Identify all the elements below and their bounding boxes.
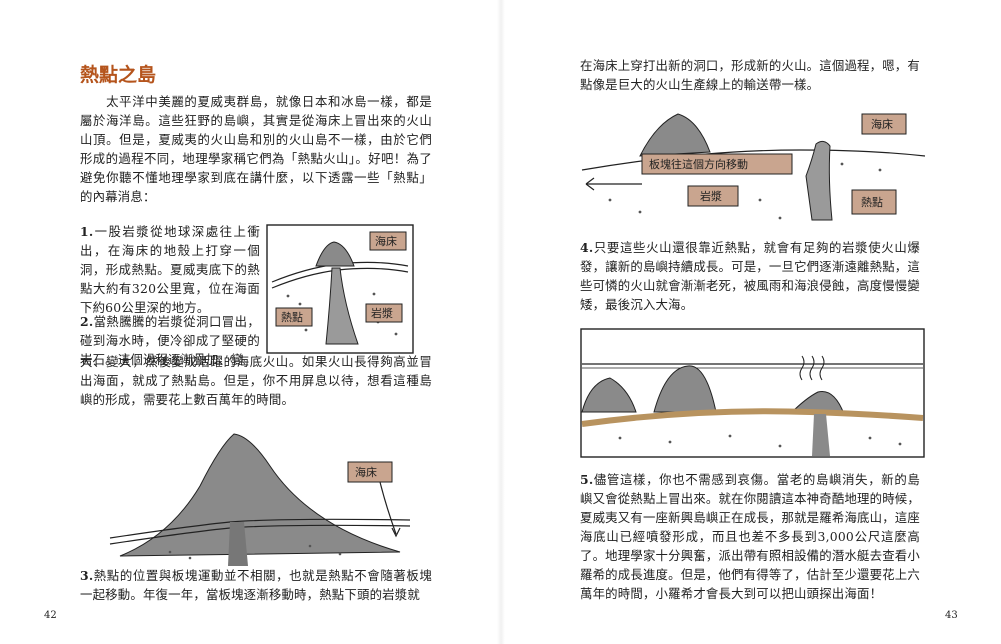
step-5-paragraph: 5.儘管這樣，你也不需感到哀傷。當老的島嶼消失，新的島嶼又會從熱點上冒出來。就在… — [580, 470, 920, 603]
step-5-text: 儘管這樣，你也不需感到哀傷。當老的島嶼消失，新的島嶼又會從熱點上冒出來。就在你閱… — [580, 472, 920, 601]
step-3-paragraph: 3.熱點的位置與板塊運動並不相關，也就是熱點不會隨著板塊一起移動。年復一年，當板… — [80, 566, 432, 604]
plate-diagram-hotspot-label: 熱點 — [861, 196, 883, 209]
step-4-paragraph: 4.只要這些火山還很靠近熱點，就會有足夠的岩漿使火山爆發，讓新的島嶼持續成長。可… — [580, 238, 920, 314]
plate-movement-diagram: 板塊往這個方向移動 海床 岩漿 熱點 — [581, 113, 926, 221]
island-chain-diagram — [580, 328, 925, 458]
intro-paragraph: 太平洋中美麗的夏威夷群島，就像日本和冰島一樣，都是屬於海洋島。這些狂野的島嶼，其… — [80, 94, 432, 204]
step-2-paragraph-top: 2.當熱騰騰的岩漿從洞口冒出，碰到海水時，便冷卻成了堅硬的岩石。這個過程逐漸疊加… — [80, 312, 260, 369]
step-4-number: 4. — [580, 240, 594, 255]
step-3-number: 3. — [80, 568, 94, 583]
step-2-number: 2. — [80, 314, 94, 329]
step-1-number: 1. — [80, 224, 94, 239]
hotspot-diagram-hotspot-label: 熱點 — [281, 311, 303, 324]
plate-diagram-magma-label: 岩漿 — [700, 189, 722, 203]
plate-diagram-seabed-label: 海床 — [871, 117, 893, 131]
seamount-diagram: 海床 — [109, 433, 411, 566]
step-3-text: 熱點的位置與板塊運動並不相關，也就是熱點不會隨著板塊一起移動。年復一年，當板塊逐… — [80, 568, 432, 602]
hotspot-diagram-seabed-label: 海床 — [375, 234, 397, 248]
step-2-text-a: 當熱騰騰的岩漿從洞口冒出，碰到海水時，便冷卻成了堅硬的岩石。這個過程逐漸疊加、變 — [80, 314, 260, 367]
right-page: 在海床上穿打出新的洞口，形成新的火山。這個過程，嗯，有點像是巨大的火山生產線上的… — [505, 0, 1001, 644]
hotspot-diagram: 海床 熱點 岩漿 — [266, 224, 414, 354]
seamount-diagram-seabed-label: 海床 — [355, 465, 377, 479]
left-page: 熱點之島 太平洋中美麗的夏威夷群島，就像日本和冰島一樣，都是屬於海洋島。這些狂野… — [0, 0, 497, 644]
hotspot-diagram-magma-label: 岩漿 — [371, 306, 393, 320]
plate-direction-label: 板塊往這個方向移動 — [649, 157, 748, 171]
page-number-left: 42 — [44, 610, 57, 621]
book-gutter — [497, 0, 505, 644]
page-number-right: 43 — [945, 610, 958, 621]
step-1-text: 一股岩漿從地球深處往上衝出，在海床的地殼上打穿一個洞，形成熱點。夏威夷底下的熱點… — [80, 224, 260, 315]
continued-paragraph: 在海床上穿打出新的洞口，形成新的火山。這個過程，嗯，有點像是巨大的火山生產線上的… — [580, 58, 920, 92]
step-4-text: 只要這些火山還很靠近熱點，就會有足夠的岩漿使火山爆發，讓新的島嶼持續成長。可是，… — [580, 240, 920, 312]
step-5-number: 5. — [580, 472, 594, 487]
step-1-paragraph: 1.一股岩漿從地球深處往上衝出，在海床的地殼上打穿一個洞，形成熱點。夏威夷底下的… — [80, 222, 260, 317]
section-title: 熱點之島 — [80, 64, 157, 86]
step-2-paragraph-bottom: 大、變大，然後變成活躍的海底火山。如果火山長得夠高並冒出海面，就成了熱點島。但是… — [80, 354, 432, 407]
